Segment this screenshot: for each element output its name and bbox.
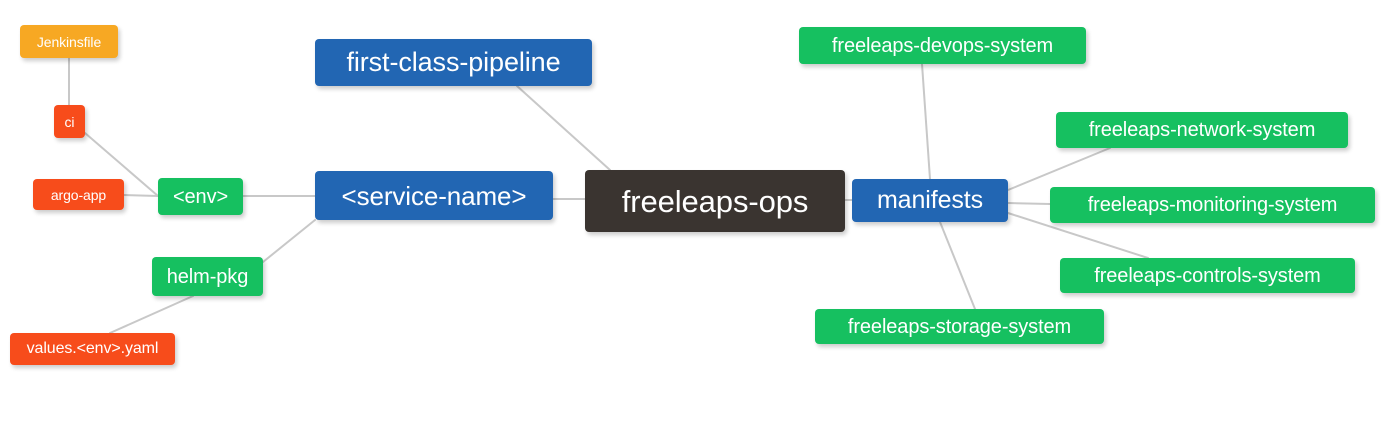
node-label-monitoring-system: freeleaps-monitoring-system [1087, 194, 1338, 216]
node-label-argo-app: argo-app [50, 186, 107, 203]
edge-manifests-to-monitoring-system [1007, 202, 1051, 205]
node-label-helm-pkg: helm-pkg [166, 265, 249, 288]
node-label-controls-system: freeleaps-controls-system [1094, 264, 1321, 287]
node-storage-system[interactable]: freeleaps-storage-system [815, 309, 1104, 344]
node-argo-app[interactable]: argo-app [33, 179, 124, 210]
node-label-manifests: manifests [876, 186, 984, 214]
node-monitoring-system[interactable]: freeleaps-monitoring-system [1050, 187, 1375, 223]
node-label-jenkinsfile: Jenkinsfile [36, 33, 102, 50]
node-label-env: <env> [172, 185, 229, 208]
node-label-devops-system: freeleaps-devops-system [831, 34, 1054, 57]
edge-argo-app-to-env [123, 194, 159, 197]
node-service-name[interactable]: <service-name> [315, 171, 553, 220]
node-devops-system[interactable]: freeleaps-devops-system [799, 27, 1086, 64]
node-label-first-class-pipeline: first-class-pipeline [346, 47, 561, 77]
edge-service-name-to-helm-pkg [262, 219, 316, 263]
edge-first-class-pipeline-to-freeleaps-ops [516, 85, 611, 171]
node-helm-pkg[interactable]: helm-pkg [152, 257, 263, 296]
node-label-values-yaml: values.<env>.yaml [26, 340, 159, 357]
node-label-storage-system: freeleaps-storage-system [847, 315, 1072, 338]
node-env[interactable]: <env> [158, 178, 243, 215]
edge-helm-pkg-to-values-yaml [109, 295, 194, 334]
edge-manifests-to-network-system [1007, 147, 1111, 191]
edge-manifests-to-devops-system [921, 63, 931, 180]
node-manifests[interactable]: manifests [852, 179, 1008, 222]
node-jenkinsfile[interactable]: Jenkinsfile [20, 25, 118, 58]
node-controls-system[interactable]: freeleaps-controls-system [1060, 258, 1355, 293]
node-values-yaml[interactable]: values.<env>.yaml [10, 333, 175, 365]
node-ci[interactable]: ci [54, 105, 85, 138]
node-first-class-pipeline[interactable]: first-class-pipeline [315, 39, 592, 86]
node-label-ci: ci [64, 113, 75, 130]
node-freeleaps-ops[interactable]: freeleaps-ops [585, 170, 845, 232]
node-label-service-name: <service-name> [341, 180, 527, 211]
edge-manifests-to-storage-system [939, 221, 976, 310]
node-label-network-system: freeleaps-network-system [1088, 119, 1316, 141]
node-network-system[interactable]: freeleaps-network-system [1056, 112, 1348, 148]
node-label-freeleaps-ops: freeleaps-ops [621, 183, 809, 219]
